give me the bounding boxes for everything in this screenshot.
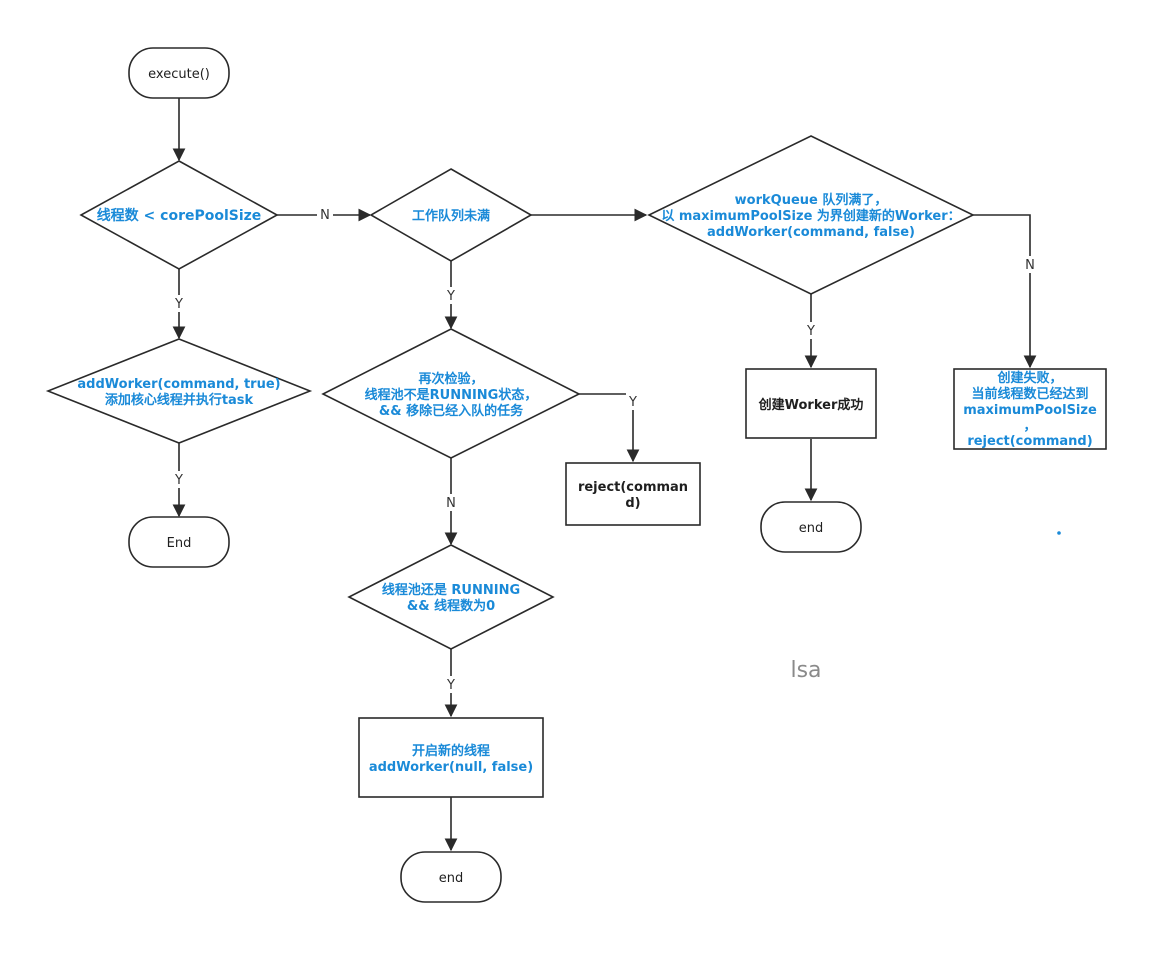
dot-mark (1057, 531, 1061, 535)
svg-text:，: ， (1023, 419, 1036, 434)
svg-text:线程池还是 RUNNING: 线程池还是 RUNNING (382, 582, 520, 598)
svg-text:以 maximumPoolSize 为界创建新的Worker: 以 maximumPoolSize 为界创建新的Worker： (661, 208, 960, 224)
svg-text:线程数 < corePoolSize: 线程数 < corePoolSize (97, 207, 262, 224)
svg-text:addWorker(command, false): addWorker(command, false) (707, 225, 915, 240)
create-failed-node: 创建失败， 当前线程数已经达到 maximumPoolSize ， reject… (953, 368, 1107, 450)
edge-label-n: N (446, 496, 456, 511)
edge-label-y: Y (174, 473, 183, 488)
running-check-decision: 线程池还是 RUNNING && 线程数为0 (347, 544, 555, 650)
svg-text:execute(): execute() (148, 67, 210, 82)
svg-text:reject(comman: reject(comman (578, 480, 688, 495)
svg-text:d): d) (625, 496, 640, 511)
edge-label-y: Y (628, 395, 637, 410)
svg-text:开启新的线程: 开启新的线程 (412, 743, 490, 759)
start-node: execute() (128, 47, 230, 99)
svg-text:再次检验，: 再次检验， (418, 371, 483, 387)
edge-recheck-to-reject (579, 393, 640, 463)
edge-full-to-create-fail (973, 214, 1037, 369)
edge-label-n: N (1025, 258, 1035, 273)
svg-text:end: end (799, 521, 824, 536)
recheck-decision: 再次检验， 线程池不是RUNNING状态， && 移除已经入队的任务 (321, 328, 581, 459)
svg-text:reject(command): reject(command) (967, 434, 1092, 449)
svg-text:&& 线程数为0: && 线程数为0 (407, 598, 495, 614)
edge-label-y: Y (806, 324, 815, 339)
svg-text:线程池不是RUNNING状态，: 线程池不是RUNNING状态， (365, 387, 538, 403)
svg-text:当前线程数已经达到: 当前线程数已经达到 (971, 386, 1088, 402)
end-node-2: end (400, 851, 502, 903)
svg-text:创建Worker成功: 创建Worker成功 (758, 397, 864, 413)
svg-text:maximumPoolSize: maximumPoolSize (963, 403, 1097, 418)
core-pool-size-decision: 线程数 < corePoolSize (79, 160, 279, 270)
edge-label-y: Y (446, 289, 455, 304)
worker-created-node: 创建Worker成功 (745, 368, 877, 439)
start-new-thread-node: 开启新的线程 addWorker(null, false) (358, 717, 544, 798)
end-node-3: end (760, 501, 862, 553)
edge-label-y: Y (174, 297, 183, 312)
svg-text:end: end (439, 871, 464, 886)
svg-text:addWorker(null, false): addWorker(null, false) (369, 760, 533, 775)
svg-text:工作队列未满: 工作队列未满 (412, 208, 490, 224)
svg-text:End: End (167, 536, 192, 551)
edge-label-n: N (320, 208, 330, 223)
reject-node: reject(comman d) (565, 462, 701, 526)
add-core-worker-decision: addWorker(command, true) 添加核心线程并执行task (45, 338, 313, 444)
svg-text:添加核心线程并执行task: 添加核心线程并执行task (105, 392, 254, 408)
end-node-1: End (128, 516, 230, 568)
watermark-text: lsa (790, 658, 821, 683)
svg-text:addWorker(command, true): addWorker(command, true) (77, 377, 280, 392)
queue-full-decision: workQueue 队列满了， 以 maximumPoolSize 为界创建新的… (647, 135, 975, 295)
svg-text:创建失败，: 创建失败， (996, 370, 1062, 386)
svg-text:&& 移除已经入队的任务: && 移除已经入队的任务 (379, 403, 524, 419)
edge-label-y: Y (446, 678, 455, 693)
svg-text:workQueue 队列满了，: workQueue 队列满了， (735, 192, 888, 208)
queue-not-full-decision: 工作队列未满 (369, 168, 533, 262)
